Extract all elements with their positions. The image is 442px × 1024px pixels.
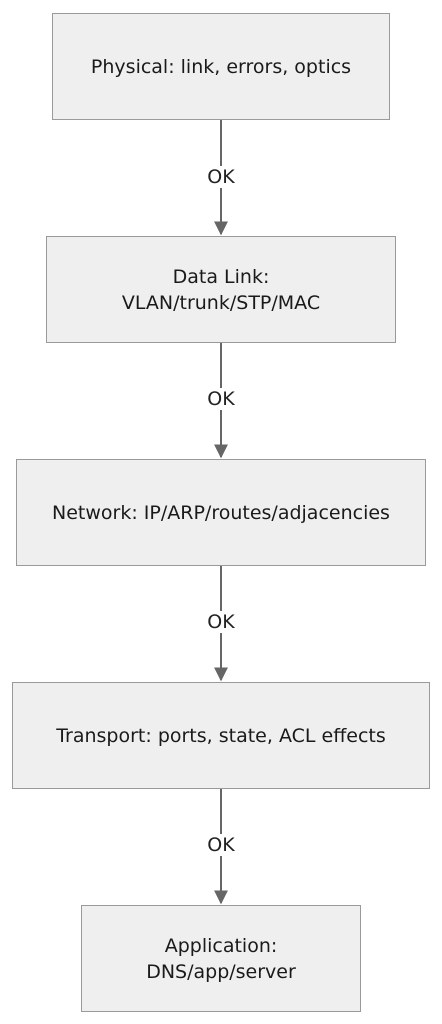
node-application: Application: DNS/app/server xyxy=(81,905,361,1012)
edge-label-physical-to-data-link: OK xyxy=(191,166,251,188)
edge-label-data-link-to-network: OK xyxy=(191,388,251,410)
node-data-link: Data Link: VLAN/trunk/STP/MAC xyxy=(46,236,396,343)
node-transport-label: Transport: ports, state, ACL effects xyxy=(56,724,386,747)
node-physical-label: Physical: link, errors, optics xyxy=(90,55,352,78)
edge-label-network-to-transport: OK xyxy=(191,611,251,633)
node-data-link-label: Data Link: VLAN/trunk/STP/MAC xyxy=(121,265,321,314)
node-network-label: Network: IP/ARP/routes/adjacencies xyxy=(52,501,390,524)
node-network: Network: IP/ARP/routes/adjacencies xyxy=(16,459,426,566)
node-application-label: Application: DNS/app/server xyxy=(146,934,296,983)
node-physical: Physical: link, errors, optics xyxy=(52,13,390,120)
node-transport: Transport: ports, state, ACL effects xyxy=(12,682,430,789)
edge-label-transport-to-application: OK xyxy=(191,834,251,856)
